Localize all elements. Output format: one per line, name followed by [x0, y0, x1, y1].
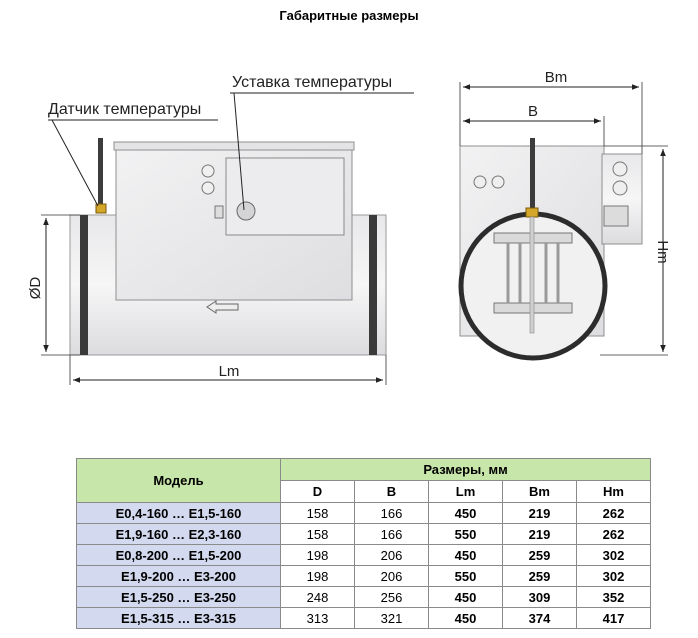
- cell-b: 206: [354, 544, 429, 566]
- model-cell: E0,4-160 … E1,5-160: [76, 502, 281, 524]
- model-cell: E1,5-315 … E3-315: [76, 607, 281, 629]
- column-header-lm: Lm: [428, 480, 503, 503]
- dim-b-label: B: [528, 103, 538, 120]
- cell-hm: 302: [575, 544, 652, 566]
- cell-d: 248: [280, 586, 355, 608]
- front-sensor-head: [525, 207, 539, 218]
- terminal: [214, 205, 224, 219]
- control-box-lid: [113, 141, 355, 151]
- cell-lm: 450: [428, 607, 503, 629]
- front-terminal: [603, 205, 629, 227]
- cell-d: 158: [280, 502, 355, 524]
- side-view: Датчик температуры Уставка температуры Ø…: [27, 74, 414, 385]
- cell-lm: 450: [428, 502, 503, 524]
- column-header-hm: Hm: [575, 480, 652, 503]
- model-cell: E0,8-200 … E1,5-200: [76, 544, 281, 566]
- column-header-b: B: [354, 480, 429, 503]
- callout-sensor-label: Датчик температуры: [48, 101, 201, 118]
- cell-d: 198: [280, 544, 355, 566]
- dim-bm-label: Bm: [545, 69, 568, 86]
- cell-b: 206: [354, 565, 429, 587]
- temperature-sensor-head: [95, 203, 107, 214]
- callout-setpoint-label: Уставка температуры: [232, 74, 392, 91]
- cell-bm: 309: [502, 586, 577, 608]
- airflow-arrow-icon: [206, 300, 239, 314]
- setpoint-knob[interactable]: [236, 201, 256, 221]
- model-cell: E1,9-200 … E3-200: [76, 565, 281, 587]
- cell-hm: 302: [575, 565, 652, 587]
- flange-ring-left: [80, 215, 88, 355]
- header-dimensions: Размеры, мм: [279, 458, 652, 481]
- cell-d: 198: [280, 565, 355, 587]
- cell-b: 321: [354, 607, 429, 629]
- cell-b: 256: [354, 586, 429, 608]
- cell-hm: 352: [575, 586, 652, 608]
- cable-gland-1: [201, 164, 215, 178]
- cell-d: 313: [280, 607, 355, 629]
- model-cell: E1,5-250 … E3-250: [76, 586, 281, 608]
- cell-hm: 262: [575, 502, 652, 524]
- dim-lm-label: Lm: [219, 363, 240, 380]
- front-hole-1: [473, 175, 487, 189]
- cell-d: 158: [280, 523, 355, 545]
- cell-hm: 417: [575, 607, 652, 629]
- cell-b: 166: [354, 523, 429, 545]
- cell-bm: 374: [502, 607, 577, 629]
- cell-bm: 259: [502, 565, 577, 587]
- front-gland-1: [612, 161, 628, 177]
- cell-bm: 219: [502, 523, 577, 545]
- page-title: Габаритные размеры: [279, 8, 419, 23]
- cell-bm: 259: [502, 544, 577, 566]
- setpoint-panel: [225, 157, 345, 236]
- cell-lm: 450: [428, 586, 503, 608]
- cell-hm: 262: [575, 523, 652, 545]
- temperature-sensor-rod: [98, 138, 103, 204]
- front-sensor-rod: [530, 138, 535, 210]
- flange-ring-right: [369, 215, 377, 355]
- cable-gland-2: [201, 181, 215, 195]
- dim-hm-label: Hm: [654, 240, 671, 263]
- front-view: Bm B Hm: [458, 69, 671, 361]
- technical-drawing: Датчик температуры Уставка температуры Ø…: [27, 69, 671, 385]
- cell-bm: 219: [502, 502, 577, 524]
- front-sensor-probe: [529, 216, 535, 334]
- header-model: Модель: [76, 458, 281, 503]
- front-hole-2: [491, 175, 505, 189]
- cell-lm: 450: [428, 544, 503, 566]
- cell-b: 166: [354, 502, 429, 524]
- cell-lm: 550: [428, 565, 503, 587]
- dim-d-label: ØD: [27, 277, 44, 300]
- front-gland-2: [612, 180, 628, 196]
- column-header-d: D: [280, 480, 355, 503]
- model-cell: E1,9-160 … E2,3-160: [76, 523, 281, 545]
- cell-lm: 550: [428, 523, 503, 545]
- column-header-bm: Bm: [502, 480, 577, 503]
